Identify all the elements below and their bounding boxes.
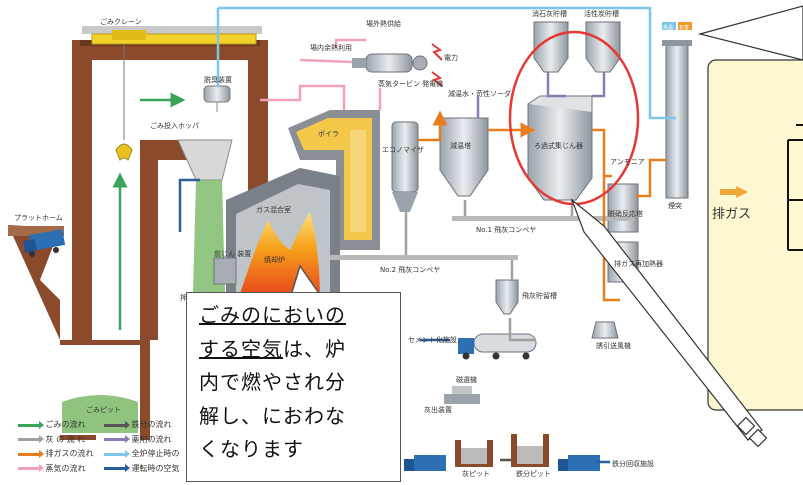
- legend-swatch: [18, 435, 44, 444]
- legend-item: 排ガスの流れ: [18, 447, 94, 462]
- leader-arrow: [570, 198, 768, 448]
- ash-pits: [404, 386, 600, 471]
- conveyors: [330, 216, 634, 260]
- ash-out-label: 灰出装置: [424, 405, 452, 414]
- deodorizer: [203, 85, 231, 112]
- tanker-truck: [458, 333, 537, 360]
- legend-label: 灰 の 流 れ: [45, 434, 86, 444]
- economizer: [391, 121, 419, 212]
- economizer-label: エコノマイザ: [382, 146, 424, 154]
- cooler-label: 減温塔: [450, 141, 471, 150]
- ammonia-label: アンモニア: [610, 158, 645, 166]
- flow-lines: [112, 6, 676, 464]
- detail-panel: [697, 5, 803, 411]
- callout-underlined-2: する空気: [199, 336, 283, 361]
- legend-item: ごみの流れ: [18, 418, 94, 433]
- ash-pit-label: 灰ピット: [462, 469, 490, 478]
- badges: [662, 22, 692, 30]
- push-label: 押: [180, 293, 187, 302]
- legend-swatch: [104, 464, 130, 473]
- pre-dust-label: 前じん 装置: [214, 249, 251, 258]
- gas-chamber-label: ガス混合室: [256, 205, 291, 214]
- callout-line-3: 内で燃やされ分: [199, 370, 346, 394]
- legend-item: 蒸気の流れ: [18, 462, 94, 477]
- boiler-label: ボイラ: [318, 130, 339, 138]
- fly-ash-tank-label: 飛灰貯留槽: [522, 291, 557, 300]
- outside-heat-label: 場外熱供給: [366, 19, 401, 28]
- callout-underlined-1: ごみのにおいの: [199, 303, 346, 327]
- furnace-label: 焼却炉: [264, 255, 285, 264]
- conveyor2-label: No.2 飛灰コンベヤ: [380, 265, 440, 274]
- legend-label: 運転時の空気: [131, 463, 180, 473]
- callout-line-4: 解し、におわな: [199, 403, 346, 428]
- legend-swatch: [104, 420, 130, 429]
- cooler: [439, 117, 489, 197]
- fly-ash-tank: [495, 279, 519, 315]
- pit-label: ごみピット: [86, 405, 121, 414]
- crane-label: ごみクレーン: [100, 17, 142, 26]
- deodorizer-label: 脱臭装置: [204, 75, 232, 84]
- stack: [662, 40, 692, 199]
- legend-item: 鉄分の流れ: [104, 418, 180, 433]
- stack-label: 煙突: [668, 201, 682, 210]
- explanation-callout: ごみのにおいの する空気は、炉 内で燃やされ分 解し、におわな くなります: [186, 292, 401, 482]
- pre-dust: [213, 257, 237, 285]
- legend-swatch: [18, 464, 44, 473]
- legend-swatch: [104, 449, 130, 458]
- badge-right-label: 有害: [679, 24, 689, 31]
- callout-line-2: する空気は、炉: [199, 333, 392, 367]
- garbage-truck: [23, 229, 66, 257]
- platform-label: プラットホーム: [14, 214, 63, 222]
- hopper-label: ごみ投入ホッパ: [150, 121, 199, 130]
- callout-line-1: ごみのにおいの: [199, 299, 392, 333]
- garbage-crane: [82, 26, 262, 161]
- activated-carbon-label: 活性炭貯槽: [584, 9, 619, 18]
- denox-label: 脱硝反応塔: [608, 209, 643, 218]
- inside-heat-label: 場内余熱利用: [310, 43, 352, 52]
- legend-item: 薬剤の流れ: [104, 433, 180, 448]
- magnet-label: 磁選機: [456, 375, 477, 384]
- legend-item: 全炉停止時の: [104, 447, 180, 462]
- reheater-label: 排ガス再加熱器: [614, 259, 663, 268]
- legend-swatch: [18, 420, 44, 429]
- iron-pit-label: 鉄分ピット: [516, 469, 551, 478]
- fan-label: 誘引送風機: [596, 341, 631, 350]
- garbage-pit: [8, 225, 150, 440]
- iron-recovery-label: 鉄分回収施設: [612, 459, 654, 468]
- turbine: [352, 43, 443, 87]
- legend-label: 鉄分の流れ: [131, 420, 172, 429]
- legend-swatch: [18, 449, 44, 458]
- slaked-lime-label: 消石灰貯槽: [532, 9, 567, 18]
- exhaust-gas-label: 排ガス: [712, 207, 751, 222]
- cement-label: セメント化施設: [408, 335, 457, 344]
- legend-label: 蒸気の流れ: [45, 463, 86, 473]
- boiler: [288, 110, 380, 250]
- legend-item: 運転時の空気: [104, 462, 180, 477]
- turbine-label: 蒸気タービン 発電機: [378, 79, 443, 88]
- conveyor1-label: No.1 飛灰コンベヤ: [476, 225, 536, 234]
- furnace: [226, 168, 340, 310]
- legend-label: 排ガスの流れ: [45, 449, 94, 458]
- power-label: 電力: [444, 53, 458, 62]
- cooling-label: 減温水・苛性ソーダ: [448, 89, 511, 98]
- legend-label: 薬剤の流れ: [131, 434, 172, 444]
- callout-line-5: くなります: [199, 437, 304, 461]
- legend-label: 全炉停止時の: [131, 449, 180, 458]
- badge-left-label: 高温: [663, 24, 673, 31]
- legend-swatch: [104, 435, 130, 444]
- induced-fan: [591, 321, 619, 339]
- legend-item: 灰 の 流 れ: [18, 433, 94, 448]
- callout-text-2: は、炉: [283, 336, 346, 361]
- legend-label: ごみの流れ: [45, 420, 86, 429]
- bag-filter-label: ろ過式集じん器: [534, 141, 583, 150]
